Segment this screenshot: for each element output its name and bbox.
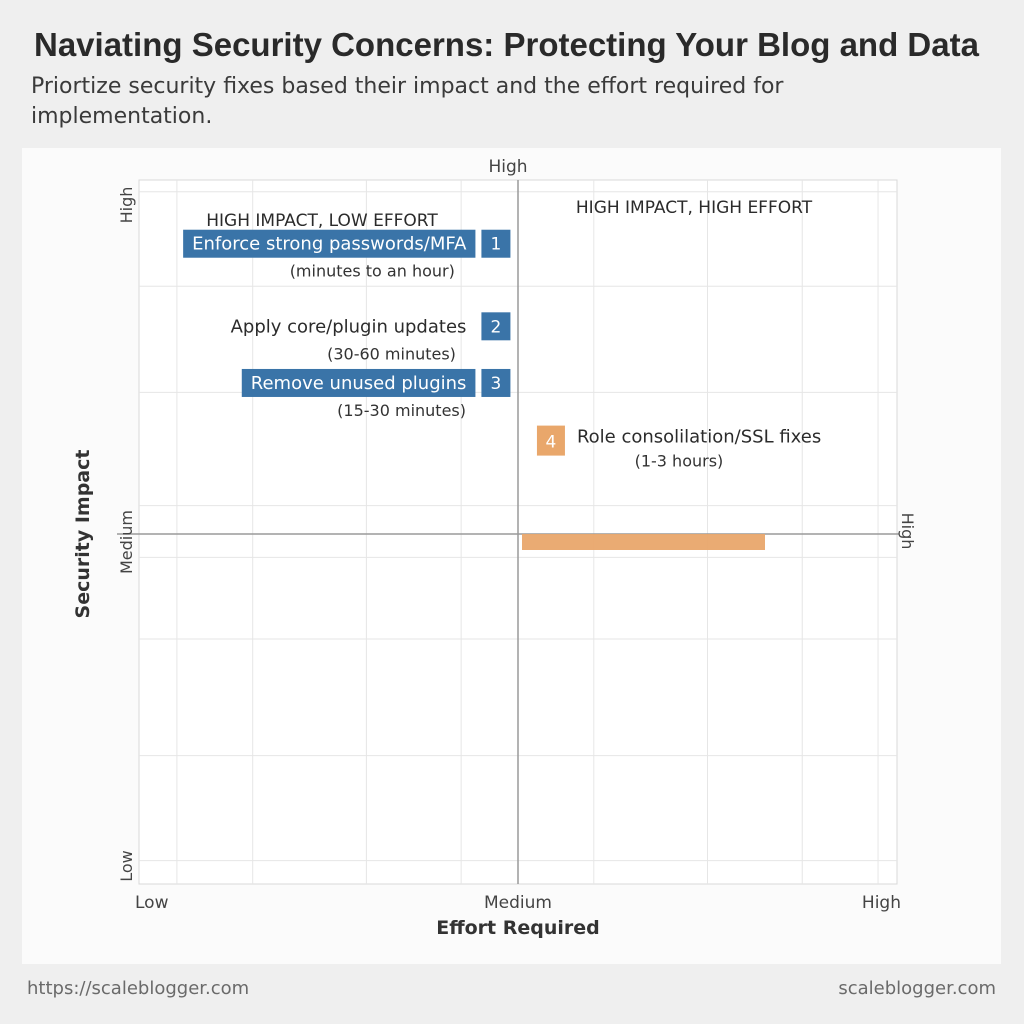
footer-url[interactable]: https://scaleblogger.com [27,978,250,999]
point-label: Enforce strong passwords/MFA [192,234,467,255]
x-axis-title: Effort Required [436,917,600,939]
rank-number: 4 [546,433,557,453]
point-detail: (minutes to an hour) [290,262,455,281]
top-axis-label: High [488,157,527,177]
y-tick-label-low: Low [117,850,136,882]
rank-badge [481,368,511,397]
rank-number: 3 [491,374,502,394]
point-detail: (1-3 hours) [635,452,724,471]
rank-number: 1 [491,235,502,255]
footer-brand: scaleblogger.com [838,978,996,999]
y-axis-title: Security Impact [72,450,94,619]
y-tick-label-high: High [117,187,136,224]
rank-badge [481,312,511,341]
rank-number: 2 [491,317,502,337]
x-tick-label-medium: Medium [484,893,552,913]
quadrant-label-title: HIGH IMPACT, LOW EFFORT [206,211,438,231]
point-detail: (15-30 minutes) [337,401,466,420]
point-label: Role consolilation/SSL fixes [577,427,821,448]
page-subtitle: Priortize security fixes based their imp… [31,74,784,129]
x-tick-label-high: High [862,893,901,913]
y-tick-label-medium: Medium [117,510,136,574]
rank-badge [536,425,565,456]
quadrant-label-title: HIGH IMPACT, HIGH EFFORT [576,198,813,218]
right-axis-label: High [898,513,917,550]
point-label-box [241,368,476,397]
effort-bar [522,534,765,550]
point-label-box [183,229,476,258]
point-detail: (30-60 minutes) [327,344,456,363]
rank-badge [481,229,511,258]
page-title: Naviating Security Concerns: Protecting … [34,26,979,63]
point-label: Apply core/plugin updates [231,316,467,337]
x-tick-label-low: Low [135,893,169,913]
point-label: Remove unused plugins [251,373,467,394]
